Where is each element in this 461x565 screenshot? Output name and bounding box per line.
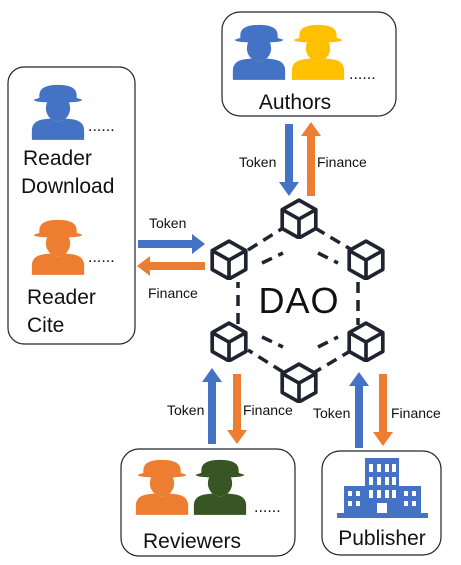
publisher-token-arrow bbox=[349, 372, 369, 448]
reviewers-token-label: Token bbox=[167, 402, 204, 418]
reader-download-ellipsis: ...... bbox=[88, 118, 115, 135]
dao-node-lower-left-icon bbox=[210, 321, 248, 362]
reviewers-label: Reviewers bbox=[143, 530, 241, 553]
authors-ellipsis: ...... bbox=[349, 66, 376, 83]
dao-network bbox=[236, 226, 360, 374]
readers-token-label: Token bbox=[149, 215, 186, 231]
publisher-finance-arrow bbox=[373, 374, 393, 446]
readers-token-arrow bbox=[138, 234, 205, 254]
dao-node-upper-left-icon bbox=[210, 239, 248, 280]
dao-label: DAO bbox=[258, 280, 339, 321]
dao-node-top-icon bbox=[280, 198, 318, 239]
reader-cite-label-line1: Reader bbox=[27, 286, 96, 309]
dao-node-bottom-icon bbox=[280, 362, 318, 403]
authors-finance-label: Finance bbox=[317, 154, 367, 170]
reader-cite-ellipsis: ...... bbox=[88, 249, 115, 266]
authors-label: Authors bbox=[259, 91, 331, 114]
publisher-token-label: Token bbox=[313, 405, 350, 421]
authors-token-arrow bbox=[279, 124, 299, 196]
reader-download-label-line1: Reader bbox=[23, 147, 92, 170]
readers-finance-arrow bbox=[137, 256, 205, 276]
dao-node-lower-right-icon bbox=[347, 321, 385, 362]
reviewers-finance-label: Finance bbox=[243, 402, 293, 418]
readers-finance-label: Finance bbox=[148, 285, 198, 301]
publisher-building-icon bbox=[337, 458, 428, 518]
reviewers-finance-arrow bbox=[227, 374, 247, 444]
authors-finance-arrow bbox=[301, 122, 321, 196]
reviewers-ellipsis: ...... bbox=[254, 499, 281, 516]
reviewers-token-arrow bbox=[202, 368, 222, 444]
dao-node-upper-right-icon bbox=[347, 239, 385, 280]
reader-cite-label-line2: Cite bbox=[27, 314, 64, 337]
reader-download-label-line2: Download bbox=[21, 175, 114, 198]
publisher-label: Publisher bbox=[338, 527, 426, 550]
authors-token-label: Token bbox=[239, 154, 276, 170]
publisher-finance-label: Finance bbox=[391, 405, 441, 421]
